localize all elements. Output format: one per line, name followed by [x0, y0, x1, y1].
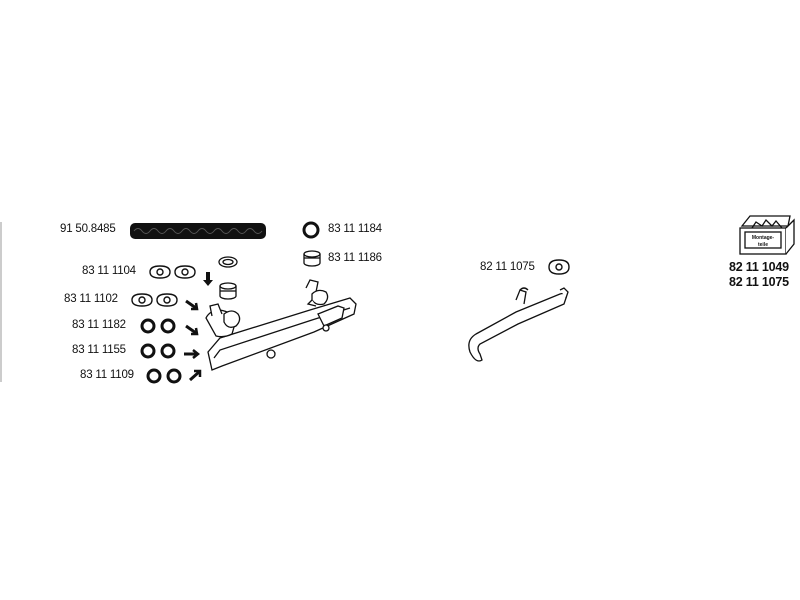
- middle-pipe-part: [468, 287, 569, 362]
- page-edge-mark: [0, 222, 2, 382]
- front-exhaust-assembly: [205, 279, 357, 371]
- clamp-lower-part: [219, 282, 237, 300]
- arrow-icon: [184, 299, 202, 382]
- part-number-ring-top: 83 11 1184: [328, 223, 382, 235]
- part-number-hose: 91 50.8485: [60, 223, 116, 235]
- part-number-clamp-top: 83 11 1186: [328, 252, 382, 264]
- ring-a-part: [140, 318, 176, 334]
- gasket-b-part: [131, 293, 178, 307]
- part-number-gasket-a: 83 11 1104: [82, 265, 136, 277]
- ring-c-part: [146, 368, 182, 384]
- mounting-kit-box-icon: [739, 215, 795, 255]
- ring-top-part: [302, 221, 320, 239]
- kit-box-label-2: teile: [758, 242, 768, 248]
- kit-code-1: 82 11 1049: [729, 260, 789, 274]
- mid-gasket-part: [548, 259, 570, 275]
- part-number-mid-gasket: 82 11 1075: [480, 261, 535, 273]
- part-number-gasket-b: 83 11 1102: [64, 293, 118, 305]
- arrow-icon: [203, 272, 213, 286]
- ring-b-part: [140, 343, 176, 359]
- part-number-ring-b: 83 11 1155: [72, 344, 126, 356]
- part-number-ring-a: 83 11 1182: [72, 319, 126, 331]
- clamp-top-part: [303, 250, 321, 267]
- kit-code-2: 82 11 1075: [729, 275, 789, 289]
- hose-part: [130, 223, 266, 239]
- part-number-ring-c: 83 11 1109: [80, 369, 134, 381]
- clamp-mid-part: [218, 256, 238, 268]
- kit-box-label-1: Montage-: [752, 235, 775, 241]
- gasket-a-part: [149, 265, 196, 279]
